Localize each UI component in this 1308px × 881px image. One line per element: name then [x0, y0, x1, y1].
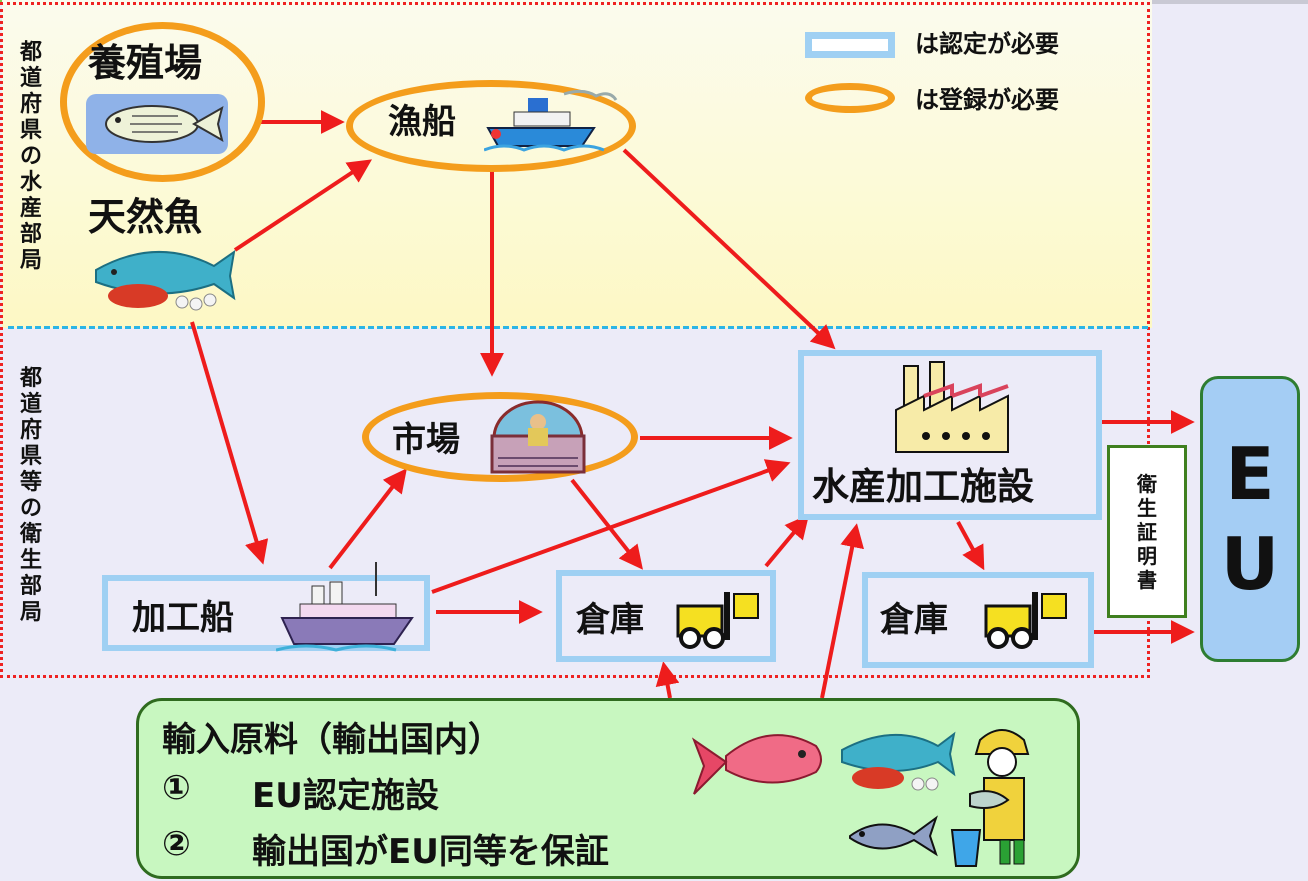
fish-farm-oval [60, 22, 265, 182]
arrow-wild-to-ship [190, 321, 269, 565]
fish-farm-label: 養殖場 [88, 41, 203, 85]
zone-divider [8, 326, 1148, 329]
imported-item2-number: ② [162, 824, 191, 864]
arrow-plant-to-warehouse [956, 521, 985, 571]
market-stall-icon [490, 400, 586, 474]
seafood-icon [841, 731, 956, 791]
health-certificate-label: 衛生証明書 [1137, 471, 1157, 592]
wild-fish-icon [95, 249, 236, 311]
farmed-fish-icon [86, 94, 228, 154]
forklift-icon-right [984, 592, 1067, 649]
cruise-ship-icon [276, 562, 414, 652]
arrow-import-to-warehouse [655, 661, 680, 699]
jurisdiction-frame [0, 2, 1150, 678]
factory-icon [895, 361, 1009, 453]
legend-oval-sample [805, 83, 895, 113]
arrow-wild-to-boat [233, 159, 373, 252]
arrow-market-to-warehouse [570, 478, 643, 570]
fishing-boat-label: 漁船 [388, 102, 456, 142]
market-label: 市場 [392, 420, 460, 460]
zone-label-fisheries: 都道府県の水産部局 [19, 40, 42, 273]
fishing-boat-icon [484, 89, 618, 152]
warehouse-right-label: 倉庫 [880, 600, 948, 640]
legend-certification-text: は認定が必要 [915, 30, 1059, 58]
warehouse-right-box [862, 572, 1094, 668]
fisherman-icon [950, 729, 1030, 867]
legend-rectangle-sample [805, 32, 895, 58]
imported-item2-text: 輸出国がEU同等を保証 [252, 832, 609, 872]
imported-item1-text: EU認定施設 [252, 776, 439, 816]
imported-title: 輸入原料（輸出国内） [162, 720, 502, 760]
arrow-boat-to-plant [622, 148, 836, 350]
eu-letter-u: U [1220, 522, 1280, 606]
arrow-warehouse-to-plant [764, 514, 810, 568]
forklift-icon [676, 592, 759, 649]
processing-ship-label: 加工船 [132, 598, 234, 638]
arrow-import-to-plant [820, 523, 865, 699]
fishing-boat-oval [346, 80, 636, 172]
health-certificate: 衛生証明書 [1107, 445, 1187, 618]
zone-label-health: 都道府県等の衛生部局 [19, 366, 42, 625]
eu-letter-e: E [1225, 432, 1275, 516]
market-oval [362, 392, 638, 482]
arrow-ship-to-market [328, 468, 407, 570]
fish-outline-icon [849, 815, 938, 857]
imported-item1-number: ① [162, 768, 191, 808]
warehouse-center-label: 倉庫 [576, 600, 644, 640]
legend-registration-text: は登録が必要 [915, 86, 1059, 114]
red-snapper-icon [691, 734, 822, 795]
processing-plant-label: 水産加工施設 [812, 465, 1034, 508]
wild-fish-label: 天然魚 [88, 195, 203, 239]
eu-destination: E U [1200, 376, 1300, 662]
